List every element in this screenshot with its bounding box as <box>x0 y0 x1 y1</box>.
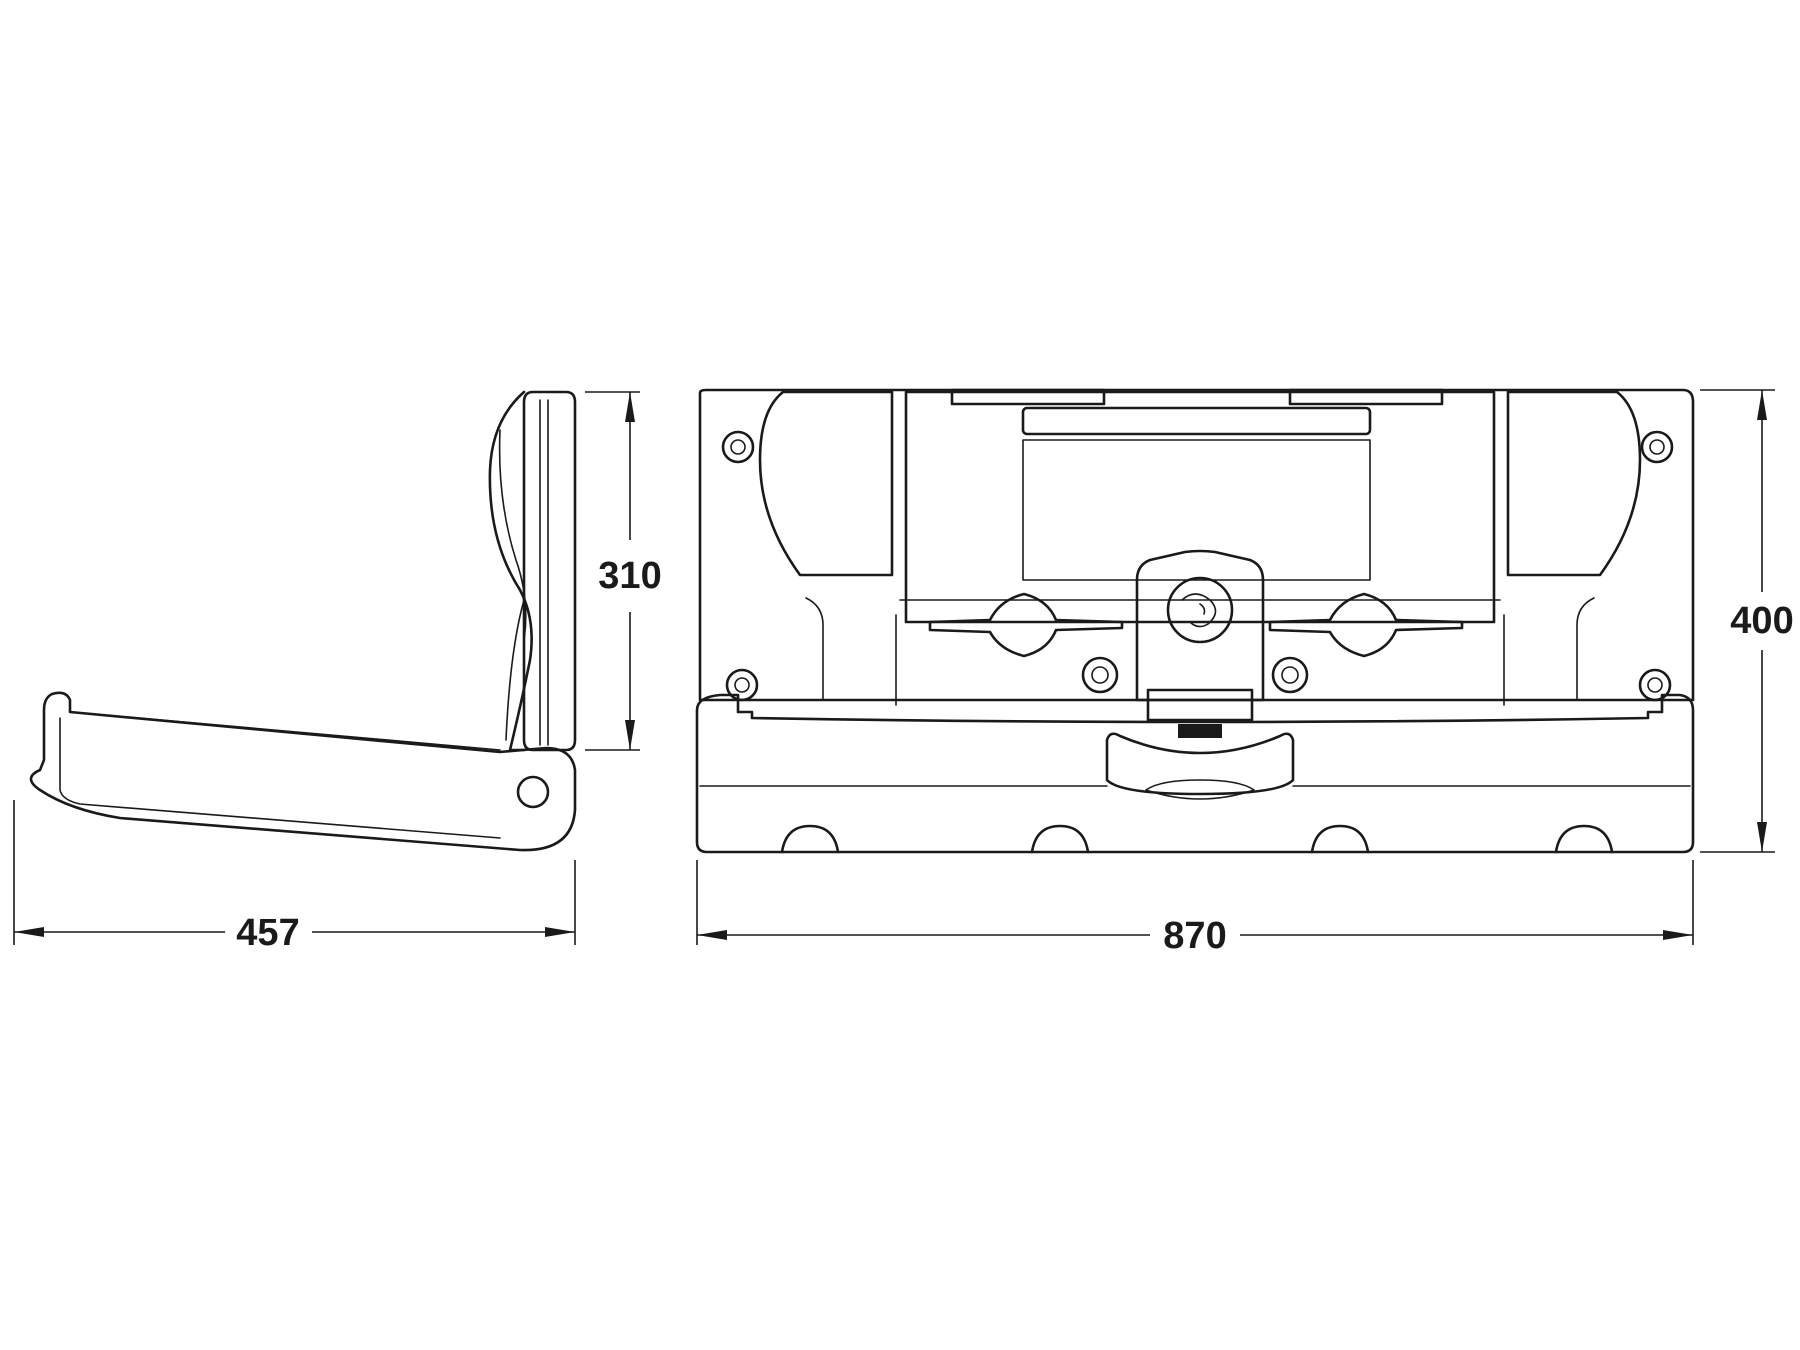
dimension-front-width: 870 <box>1163 915 1226 957</box>
latch-button-icon <box>1178 724 1222 738</box>
dimension-side-height: 310 <box>598 555 661 597</box>
pivot-bolt-icon <box>516 775 550 809</box>
dimension-front-height: 400 <box>1730 600 1793 642</box>
dimension-side-width: 457 <box>236 912 299 954</box>
screw-hole-icon <box>721 430 1674 702</box>
logo-badge-icon <box>1166 576 1234 644</box>
side-view: 457 310 <box>13 390 662 954</box>
buckle-latch <box>1146 688 1254 722</box>
front-view: 870 400 <box>695 388 1794 957</box>
